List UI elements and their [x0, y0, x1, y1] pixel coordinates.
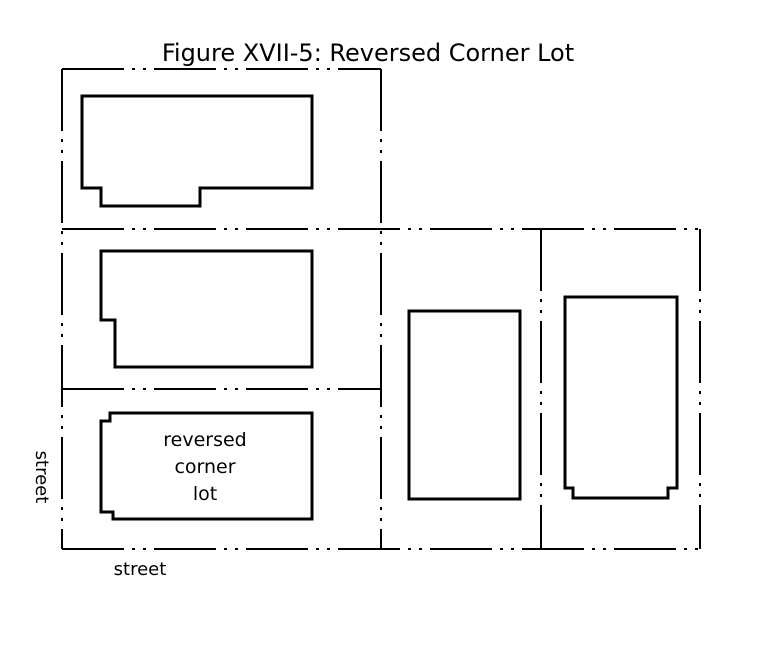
building-5	[563, 295, 679, 500]
figure-title: Figure XVII-5: Reversed Corner Lot	[162, 39, 574, 67]
building-1	[80, 94, 314, 208]
lot-label-line-2: corner	[174, 456, 235, 478]
street-label-left: street	[31, 451, 52, 504]
lot-label-line-3: lot	[193, 483, 217, 505]
building-2	[99, 249, 314, 369]
buildings	[80, 94, 679, 521]
lot-lines	[61, 68, 701, 550]
lot-label-line-1: reversed	[163, 429, 246, 451]
building-4	[407, 309, 522, 501]
street-label-bottom: street	[114, 559, 167, 580]
reversed-corner-lot-label: reversed corner lot	[163, 429, 246, 505]
building-reversed-corner-lot	[99, 411, 314, 521]
